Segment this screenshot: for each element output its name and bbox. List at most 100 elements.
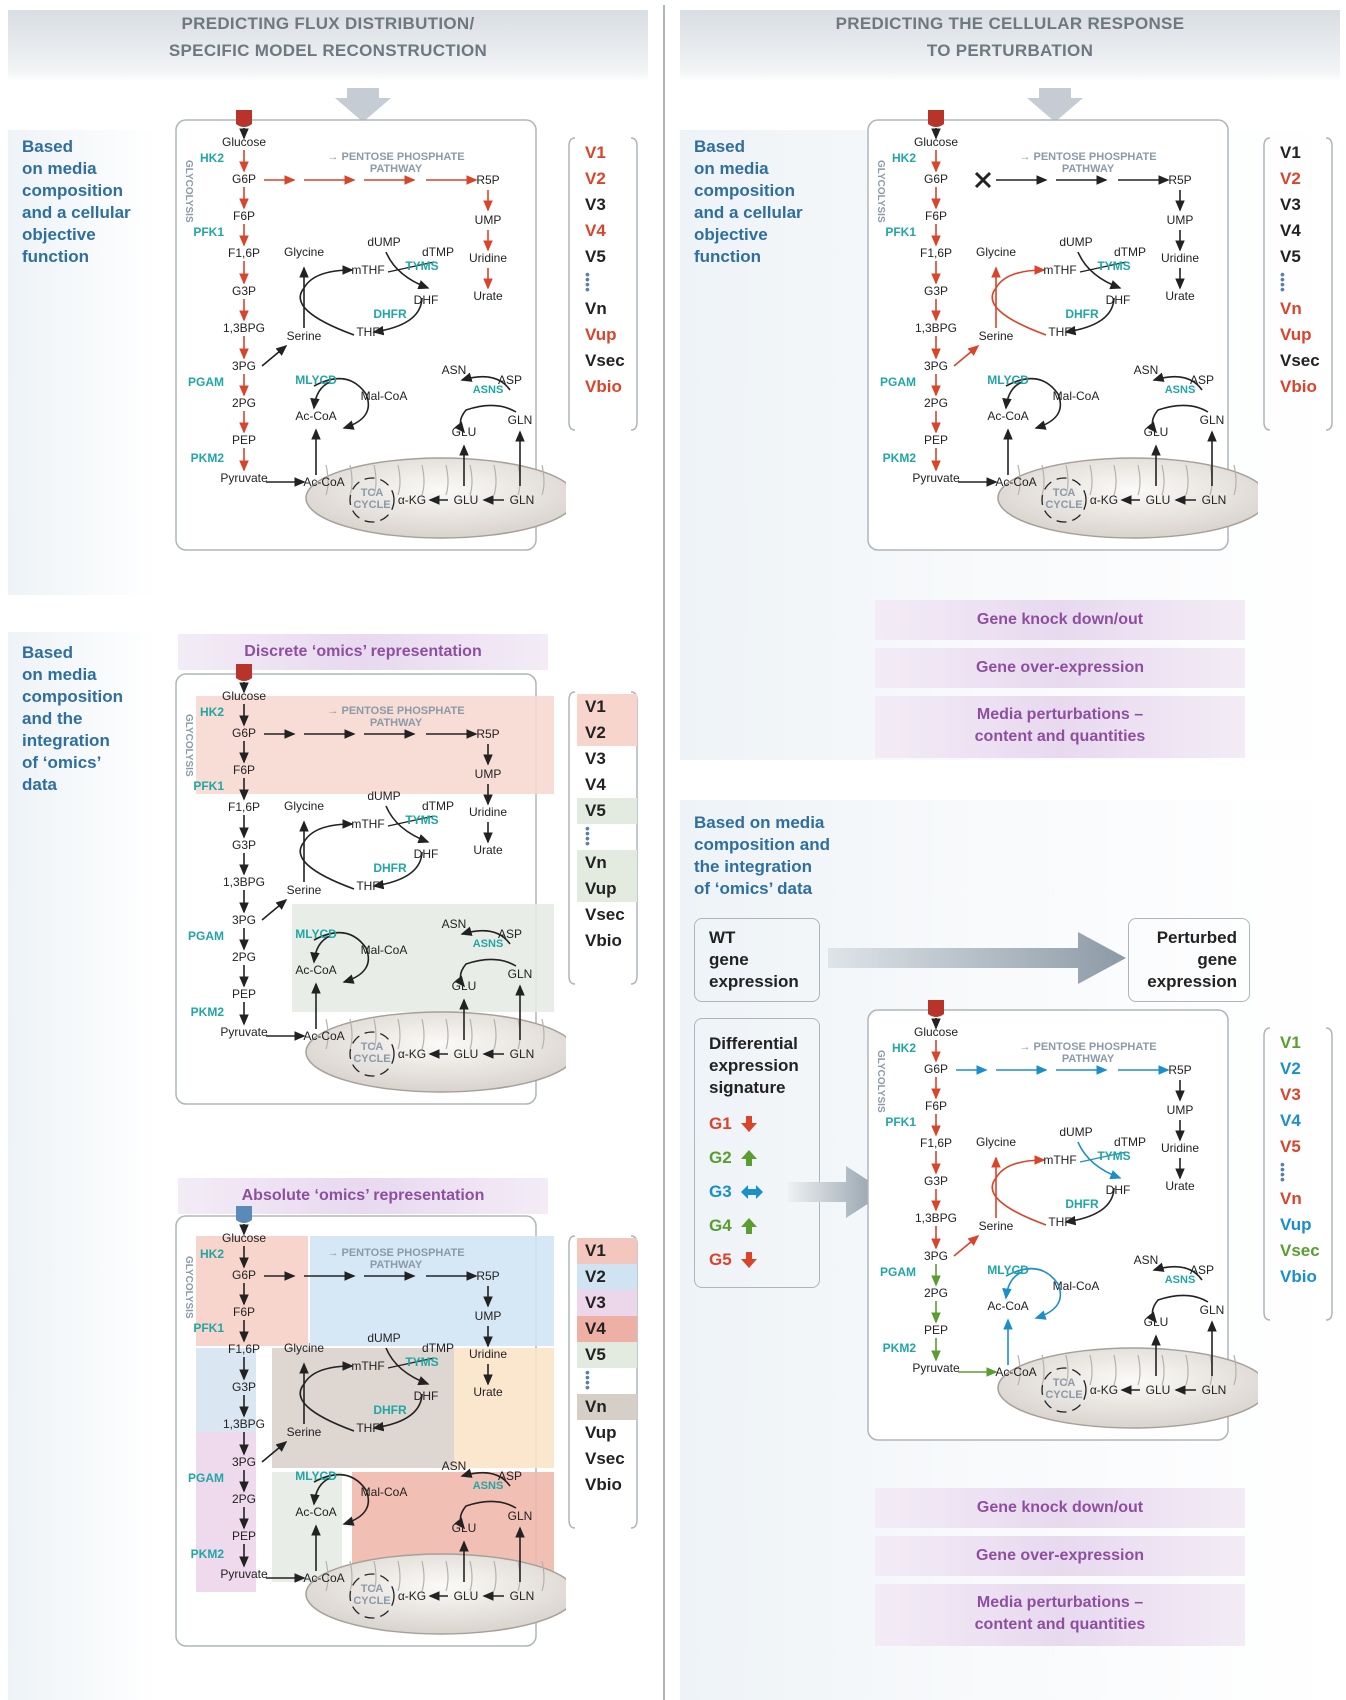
svg-text:TYMS: TYMS bbox=[405, 259, 438, 273]
svg-text:PFK1: PFK1 bbox=[193, 779, 224, 793]
svg-text:ASNS: ASNS bbox=[1165, 1274, 1196, 1286]
perturb-media-top: Media perturbations –content and quantit… bbox=[875, 696, 1245, 758]
flux-v1: V1 bbox=[1280, 1033, 1301, 1052]
svg-text:Mal-CoA: Mal-CoA bbox=[1053, 1279, 1100, 1293]
flux-v5: V5 bbox=[577, 798, 637, 824]
svg-text:R5P: R5P bbox=[476, 727, 499, 741]
flux-v1: V1 bbox=[585, 143, 606, 162]
signature-arrow-icon bbox=[788, 1166, 886, 1218]
bracket-icon bbox=[1263, 1027, 1333, 1321]
svg-text:α-KG: α-KG bbox=[1090, 493, 1118, 507]
svg-text:1,3BPG: 1,3BPG bbox=[915, 1211, 957, 1225]
down-arrow-icon bbox=[335, 88, 391, 122]
svg-text:CYCLE: CYCLE bbox=[353, 1595, 390, 1607]
svg-text:HK2: HK2 bbox=[892, 1041, 916, 1055]
svg-text:dTMP: dTMP bbox=[422, 799, 454, 813]
svg-text:GLU: GLU bbox=[452, 979, 477, 993]
svg-text:PGAM: PGAM bbox=[188, 1471, 224, 1485]
flux-v4: V4 bbox=[585, 221, 606, 240]
flux-vsec: Vsec bbox=[1280, 1241, 1320, 1260]
flux-v2: V2 bbox=[1280, 1059, 1301, 1078]
flux-vsec: Vsec bbox=[585, 1449, 625, 1468]
svg-text:F1,6P: F1,6P bbox=[920, 246, 952, 260]
svg-text:G6P: G6P bbox=[924, 172, 948, 186]
flux-v3: V3 bbox=[1280, 1085, 1301, 1104]
svg-text:GLN: GLN bbox=[510, 1047, 535, 1061]
svg-text:HK2: HK2 bbox=[200, 1247, 224, 1261]
svg-text:PKM2: PKM2 bbox=[191, 451, 225, 465]
arrow-down-icon bbox=[741, 1116, 757, 1132]
svg-text:Ac-CoA: Ac-CoA bbox=[303, 1029, 344, 1043]
svg-text:mTHF: mTHF bbox=[351, 263, 384, 277]
svg-text:DHF: DHF bbox=[414, 293, 439, 307]
svg-text:DHF: DHF bbox=[1106, 293, 1131, 307]
svg-text:DHFR: DHFR bbox=[373, 1403, 407, 1417]
svg-text:GLN: GLN bbox=[1200, 413, 1225, 427]
gene-g2: G2 bbox=[709, 1148, 732, 1167]
svg-text:2PG: 2PG bbox=[924, 396, 948, 410]
svg-text:1,3BPG: 1,3BPG bbox=[915, 321, 957, 335]
svg-text:α-KG: α-KG bbox=[398, 1589, 426, 1603]
svg-text:GLN: GLN bbox=[508, 1509, 533, 1523]
svg-text:GLU: GLU bbox=[1146, 493, 1171, 507]
svg-text:TCA: TCA bbox=[1053, 487, 1076, 499]
svg-text:F6P: F6P bbox=[233, 1305, 255, 1319]
flux-vsec: Vsec bbox=[1280, 351, 1320, 370]
svg-text:ASN: ASN bbox=[1134, 1253, 1159, 1267]
svg-text:G3P: G3P bbox=[232, 1380, 256, 1394]
svg-text:CYCLE: CYCLE bbox=[1045, 499, 1082, 511]
svg-text:DHFR: DHFR bbox=[1065, 1197, 1099, 1211]
svg-text:HK2: HK2 bbox=[200, 151, 224, 165]
svg-text:PEP: PEP bbox=[924, 1323, 948, 1337]
right-header: PREDICTING THE CELLULAR RESPONSE TO PERT… bbox=[680, 10, 1340, 82]
double-arrow-icon bbox=[741, 1185, 763, 1199]
svg-text:GLU: GLU bbox=[454, 493, 479, 507]
svg-text:PKM2: PKM2 bbox=[883, 1341, 917, 1355]
svg-text:HK2: HK2 bbox=[892, 151, 916, 165]
svg-text:GLU: GLU bbox=[452, 425, 477, 439]
svg-text:dTMP: dTMP bbox=[1114, 1135, 1146, 1149]
svg-text:mTHF: mTHF bbox=[1043, 263, 1076, 277]
flux-v2: V2 bbox=[577, 720, 637, 746]
svg-text:dTMP: dTMP bbox=[422, 245, 454, 259]
flux-vbio: Vbio bbox=[585, 377, 622, 396]
svg-text:3PG: 3PG bbox=[924, 359, 948, 373]
svg-text:UMP: UMP bbox=[475, 213, 502, 227]
flux-v1: V1 bbox=[577, 1238, 637, 1264]
perturb-over-top: Gene over-expression bbox=[875, 648, 1245, 688]
svg-text:PEP: PEP bbox=[924, 433, 948, 447]
svg-text:GLYCOLYSIS: GLYCOLYSIS bbox=[875, 160, 886, 223]
svg-text:ASN: ASN bbox=[442, 917, 467, 931]
svg-text:G6P: G6P bbox=[232, 172, 256, 186]
flux-vbio: Vbio bbox=[1280, 1267, 1317, 1286]
gene-g3: G3 bbox=[709, 1182, 732, 1201]
svg-text:1,3BPG: 1,3BPG bbox=[223, 875, 265, 889]
svg-text:G3P: G3P bbox=[924, 1174, 948, 1188]
svg-text:GLU: GLU bbox=[1146, 1383, 1171, 1397]
flux-vbio: Vbio bbox=[1280, 377, 1317, 396]
pathway-svg: GlucoseG6PF6PF1,6PG3P1,3BPG3PG2PGPEPPyru… bbox=[867, 998, 1269, 1441]
svg-text:mTHF: mTHF bbox=[351, 817, 384, 831]
right-header-line2: TO PERTURBATION bbox=[926, 41, 1094, 60]
right-header-line1: PREDICTING THE CELLULAR RESPONSE bbox=[835, 14, 1185, 33]
svg-text:Uridine: Uridine bbox=[1161, 1141, 1199, 1155]
svg-text:Serine: Serine bbox=[979, 1219, 1014, 1233]
svg-text:Urate: Urate bbox=[473, 843, 503, 857]
ellipsis-icon: •••• bbox=[585, 1364, 590, 1395]
svg-text:HK2: HK2 bbox=[200, 705, 224, 719]
svg-text:GLN: GLN bbox=[508, 413, 533, 427]
svg-text:PATHWAY: PATHWAY bbox=[1062, 1053, 1115, 1065]
gene-g1: G1 bbox=[709, 1114, 732, 1133]
svg-text:Serine: Serine bbox=[979, 329, 1014, 343]
svg-text:Mal-CoA: Mal-CoA bbox=[1053, 389, 1100, 403]
svg-text:UMP: UMP bbox=[1167, 1103, 1194, 1117]
svg-text:Ac-CoA: Ac-CoA bbox=[303, 1571, 344, 1585]
svg-text:PGAM: PGAM bbox=[880, 1265, 916, 1279]
svg-text:CYCLE: CYCLE bbox=[1045, 1389, 1082, 1401]
svg-text:PEP: PEP bbox=[232, 433, 256, 447]
svg-text:MLYCD: MLYCD bbox=[987, 1263, 1029, 1277]
flux-vup: Vup bbox=[1280, 325, 1312, 344]
left-header: PREDICTING FLUX DISTRIBUTION/ SPECIFIC M… bbox=[8, 10, 648, 82]
svg-text:Pyruvate: Pyruvate bbox=[220, 1567, 268, 1581]
